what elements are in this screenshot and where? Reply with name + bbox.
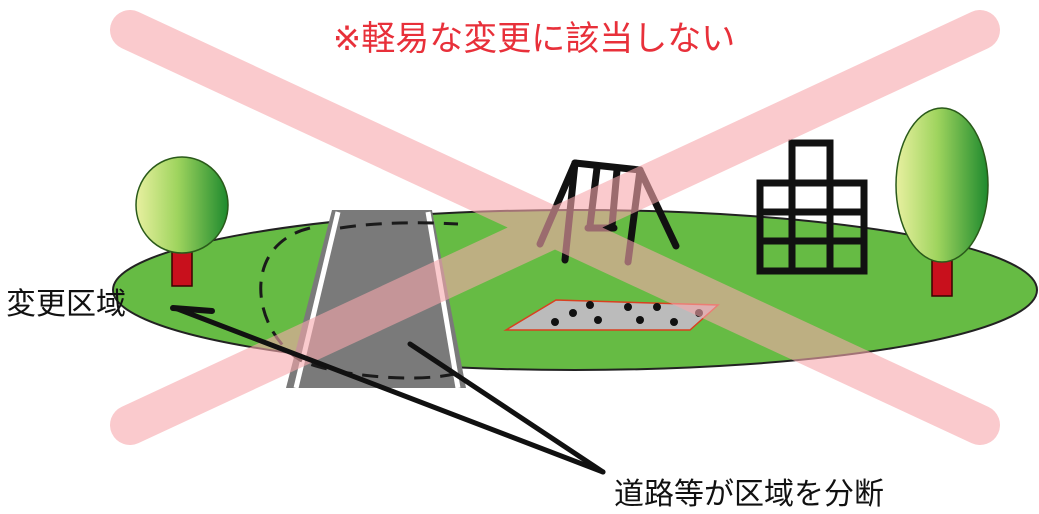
road-division-label: 道路等が区域を分断 <box>614 477 884 512</box>
note-text: ※軽易な変更に該当しない <box>333 19 736 59</box>
climbing-frame-icon <box>756 139 868 275</box>
pointer-lines <box>170 305 606 475</box>
cross-mark-icon <box>110 10 1000 445</box>
tree-icon <box>895 107 989 297</box>
change-area-label: 変更区域 <box>6 287 126 322</box>
tree-icon <box>135 156 229 287</box>
